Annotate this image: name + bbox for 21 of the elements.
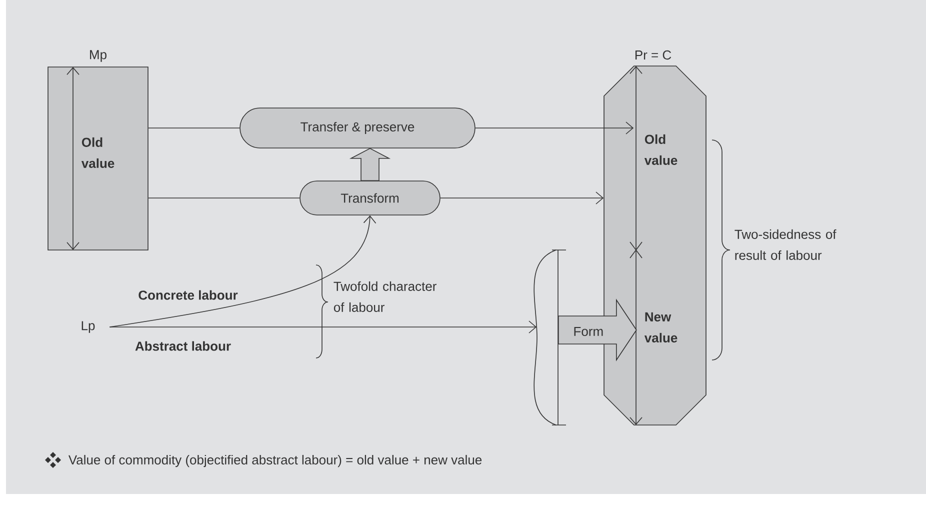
bracket-drawing xyxy=(534,250,566,426)
arrow xyxy=(109,215,376,328)
arrow xyxy=(440,192,604,204)
edge-label: Concrete labour xyxy=(137,289,239,301)
edge-label: Form xyxy=(572,326,605,338)
arrow xyxy=(109,320,537,334)
block-arrow xyxy=(349,148,391,181)
column-heading: Pr = C xyxy=(635,50,672,60)
arrow xyxy=(475,122,634,134)
node-label: Old value xyxy=(644,134,678,165)
process-pill: Transfer & preserve xyxy=(240,108,476,148)
footnote: Value of commodity (objectified abstract labour) = old value + new value xyxy=(68,454,482,468)
box-heading: Mp xyxy=(90,50,106,62)
source-label: Lp xyxy=(82,321,95,333)
annotation: Two-sidedness of result of labour xyxy=(734,229,836,260)
value-column: Old value New value xyxy=(604,66,706,426)
value-box: Old value xyxy=(48,66,148,250)
node-label: New value xyxy=(644,312,678,342)
annotation: Twofold character of labour xyxy=(334,281,436,312)
edge-label: Abstract labour xyxy=(134,340,232,352)
process-pill: Transform xyxy=(300,180,440,216)
